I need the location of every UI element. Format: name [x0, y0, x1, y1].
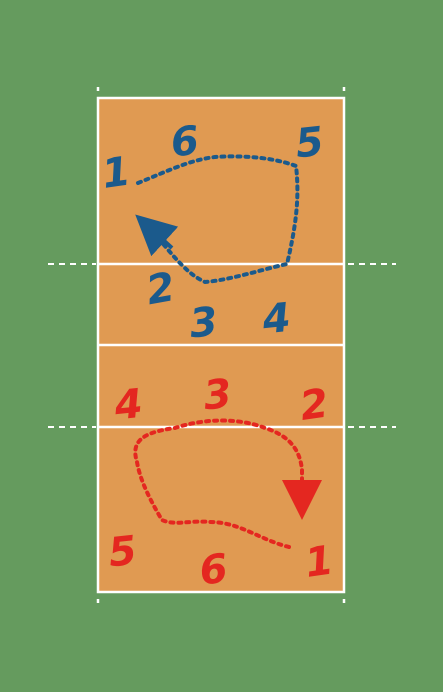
team-bottom-position-5: 5: [106, 528, 138, 577]
team-top-position-5: 5: [293, 119, 325, 168]
rotation-path-top: [136, 154, 300, 285]
team-top-position-4: 4: [259, 295, 292, 344]
team-bottom-position-6: 6: [197, 546, 229, 595]
rotation-arrow-top: [135, 214, 179, 257]
team-top-position-6: 6: [169, 118, 201, 166]
team-top-position-3: 3: [187, 299, 219, 348]
team-bottom-position-2: 2: [297, 380, 331, 429]
team-bottom-position-1: 1: [302, 537, 336, 586]
team-bottom-position-4: 4: [111, 381, 144, 430]
team-bottom-position-3: 3: [201, 371, 233, 420]
team-top-position-1: 1: [99, 148, 133, 197]
rotation-path-bottom: [133, 418, 304, 549]
